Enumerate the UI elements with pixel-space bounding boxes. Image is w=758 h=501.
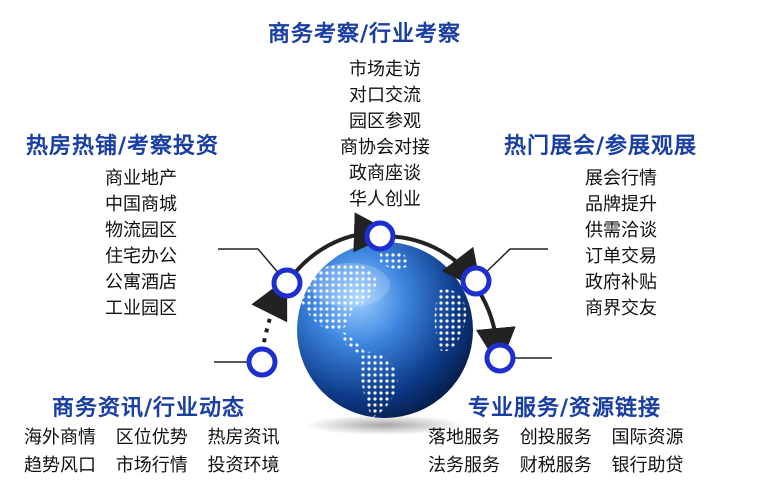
- grid-item: 落地服务: [428, 427, 500, 448]
- list-item: 住宅办公: [105, 246, 177, 267]
- list-item: 商界交友: [585, 298, 657, 319]
- top-section-list: 市场走访 对口交流 园区参观 商协会对接 政商座谈 华人创业: [325, 57, 445, 213]
- flow-arc-dotted: [251, 277, 288, 353]
- bottom-left-section-title: 商务资讯/行业动态: [52, 396, 246, 421]
- grid-item: 市场行情: [115, 455, 188, 476]
- node-circle-icon: [460, 265, 492, 297]
- grid-item: 热房资讯: [207, 427, 280, 448]
- grid-item: 区位优势: [115, 427, 188, 448]
- node-circle-icon: [271, 267, 303, 299]
- grid-row: 法务服务 财税服务 银行助贷: [428, 452, 683, 480]
- left-section-list: 商业地产 中国商城 物流园区 住宅办公 公寓酒店 工业园区: [86, 166, 196, 322]
- grid-row: 趋势风口 市场行情 投资环境: [24, 452, 293, 480]
- grid-item: 趋势风口: [24, 455, 96, 476]
- node-circle-icon: [364, 220, 396, 252]
- grid-row: 落地服务 创投服务 国际资源: [428, 424, 683, 452]
- right-section-list: 展会行情 品牌提升 供需洽谈 订单交易 政府补贴 商界交友: [566, 166, 676, 322]
- list-item: 展会行情: [585, 168, 657, 189]
- list-item: 中国商城: [105, 194, 177, 215]
- grid-item: 法务服务: [428, 455, 500, 476]
- grid-row: 海外商情 区位优势 热房资讯: [24, 424, 293, 452]
- list-item: 公寓酒店: [105, 272, 177, 293]
- top-section-title: 商务考察/行业考察: [268, 22, 462, 47]
- grid-item: 国际资源: [611, 427, 684, 448]
- list-item: 工业园区: [105, 298, 177, 319]
- grid-item: 海外商情: [24, 427, 96, 448]
- bottom-right-section-grid: 落地服务 创投服务 国际资源 法务服务 财税服务 银行助贷: [428, 424, 683, 480]
- grid-item: 创投服务: [519, 427, 592, 448]
- connector-line: [218, 248, 287, 283]
- grid-item: 投资环境: [207, 455, 280, 476]
- list-item: 商协会对接: [340, 137, 430, 158]
- node-circle-icon: [484, 342, 516, 374]
- list-item: 供需洽谈: [585, 220, 657, 241]
- right-section-title: 热门展会/参展观展: [504, 134, 698, 159]
- bottom-left-section-grid: 海外商情 区位优势 热房资讯 趋势风口 市场行情 投资环境: [24, 424, 293, 480]
- list-item: 品牌提升: [585, 194, 657, 215]
- list-item: 市场走访: [349, 59, 421, 80]
- grid-item: 财税服务: [519, 455, 592, 476]
- list-item: 订单交易: [585, 246, 657, 267]
- bottom-right-section-title: 专业服务/资源链接: [468, 396, 662, 421]
- list-item: 政府补贴: [585, 272, 657, 293]
- list-item: 物流园区: [105, 220, 177, 241]
- left-section-title: 热房热铺/考察投资: [26, 134, 220, 159]
- list-item: 政商座谈: [349, 163, 421, 184]
- list-item: 对口交流: [349, 85, 421, 106]
- node-circle-icon: [246, 346, 278, 378]
- globe-shadow: [305, 415, 465, 435]
- flow-arc: [475, 288, 516, 368]
- globe-icon: [297, 242, 473, 418]
- list-item: 商业地产: [105, 168, 177, 189]
- list-item: 华人创业: [349, 189, 421, 210]
- connector-line: [477, 248, 548, 281]
- grid-item: 银行助贷: [611, 455, 684, 476]
- list-item: 园区参观: [349, 111, 421, 132]
